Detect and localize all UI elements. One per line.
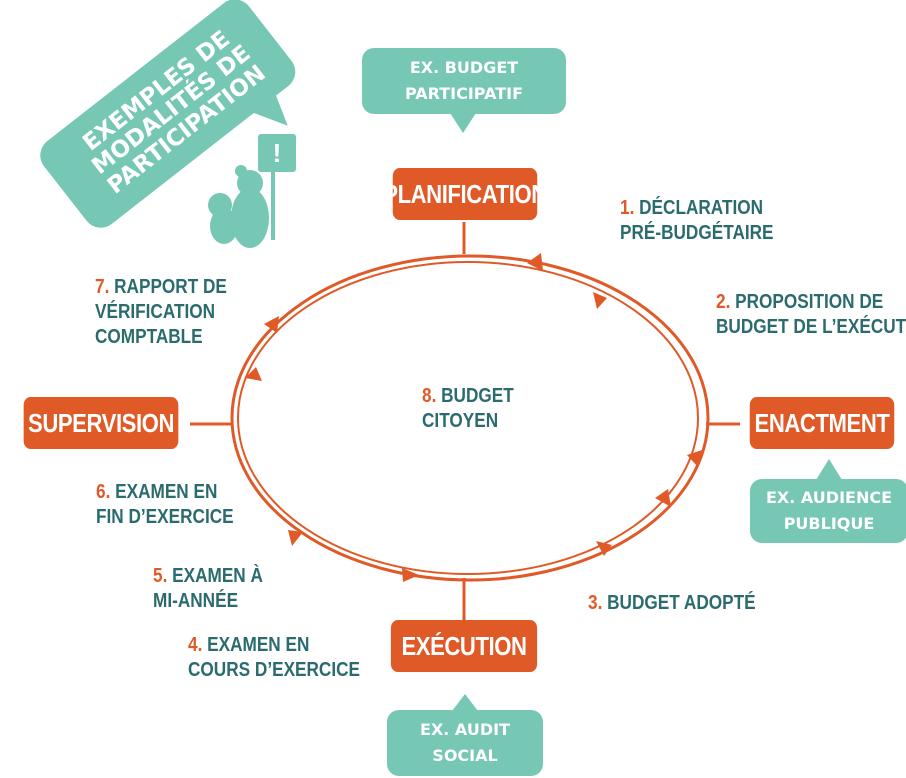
document-5-line1: EXAMEN À: [172, 565, 263, 587]
document-8-line2: CITOYEN: [422, 410, 499, 432]
participation-callout: [40, 0, 296, 228]
document-1-line1: DÉCLARATION: [639, 197, 764, 219]
cycle-arrow-9: [687, 450, 702, 466]
document-6-number: 6.: [96, 481, 111, 503]
document-5-number: 5.: [153, 565, 168, 587]
cycle-arrow-8: [655, 489, 671, 507]
cycle-arrow-3: [264, 316, 279, 333]
phase-supervision: SUPERVISION: [23, 397, 179, 449]
cycle-outer-ring: [230, 254, 710, 582]
phase-planification-label: PLANIFICATION: [383, 178, 547, 209]
document-4-line1: EXAMEN EN: [207, 634, 310, 656]
document-5: 5. EXAMEN À MI-ANNÉE: [153, 564, 263, 614]
example-execution-line1: EX. AUDIT: [420, 720, 510, 740]
cycle-arrow-5: [288, 530, 303, 546]
document-4-number: 4.: [188, 634, 203, 656]
document-1-line2: PRÉ-BUDGÉTAIRE: [620, 222, 774, 244]
document-2-number: 2.: [716, 291, 731, 313]
document-6-line1: EXAMEN EN: [115, 481, 218, 503]
example-planification-line1: EX. BUDGET: [409, 58, 519, 78]
document-4-line2: COURS D’EXERCICE: [188, 659, 361, 681]
phase-supervision-label: SUPERVISION: [28, 407, 174, 438]
example-execution-line2: SOCIAL: [432, 746, 498, 765]
document-2: 2. PROPOSITION DE BUDGET DE L’EXÉCUTIF: [716, 290, 906, 340]
document-7: 7. RAPPORT DE VÉRIFICATION COMPTABLE: [95, 275, 227, 350]
document-6: 6. EXAMEN EN FIN D’EXERCICE: [96, 480, 234, 530]
example-bubble-planification: EX. BUDGET PARTICIPATIF: [362, 48, 566, 114]
cycle-arrow-1: [527, 253, 543, 271]
document-8-line1: BUDGET: [441, 385, 514, 407]
document-7-line2: VÉRIFICATION: [95, 301, 216, 323]
exclamation-icon: !: [273, 138, 282, 168]
document-1-number: 1.: [620, 197, 635, 219]
document-8: 8. BUDGET CITOYEN: [422, 384, 514, 434]
example-planification-line2: PARTICIPATIF: [405, 84, 523, 103]
example-bubble-enactment: EX. AUDIENCE PUBLIQUE: [750, 479, 906, 543]
document-2-line1: PROPOSITION DE: [735, 291, 884, 313]
example-bubble-execution: EX. AUDIT SOCIAL: [387, 710, 543, 776]
document-2-line2: BUDGET DE L’EXÉCUTIF: [716, 316, 906, 338]
phase-enactment: ENACTMENT: [749, 397, 895, 449]
document-4: 4. EXAMEN EN COURS D’EXERCICE: [188, 633, 360, 683]
example-enactment-line1: EX. AUDIENCE: [765, 488, 893, 508]
people-icon: [208, 134, 296, 248]
document-8-number: 8.: [422, 385, 437, 407]
document-5-line2: MI-ANNÉE: [153, 590, 239, 612]
cycle-arrow-4: [245, 367, 262, 381]
cycle-inner-ring: [237, 261, 699, 575]
document-6-line2: FIN D’EXERCICE: [96, 506, 234, 528]
document-1: 1. DÉCLARATION PRÉ-BUDGÉTAIRE: [620, 196, 774, 246]
cycle-arrow-6: [402, 568, 419, 582]
phase-planification: PLANIFICATION: [383, 168, 547, 220]
document-7-number: 7.: [95, 276, 110, 298]
document-7-line3: COMPTABLE: [95, 326, 203, 348]
phase-execution: EXÉCUTION: [390, 620, 538, 672]
document-3-line1: BUDGET ADOPTÉ: [607, 592, 756, 614]
cycle-arrow-2: [593, 292, 607, 309]
document-7-line1: RAPPORT DE: [114, 276, 227, 298]
document-3-number: 3.: [588, 592, 603, 614]
phase-enactment-label: ENACTMENT: [754, 407, 890, 438]
document-3: 3. BUDGET ADOPTÉ: [588, 591, 756, 616]
cycle-arrow-7: [596, 541, 612, 556]
phase-execution-label: EXÉCUTION: [401, 630, 527, 661]
example-enactment-line2: PUBLIQUE: [783, 514, 875, 533]
